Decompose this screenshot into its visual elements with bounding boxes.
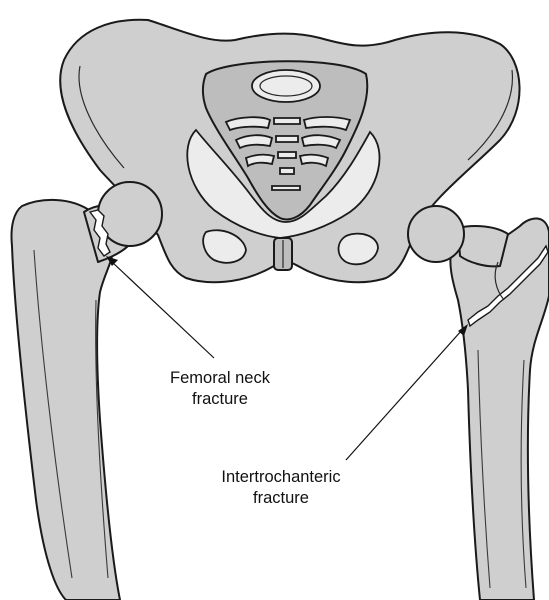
femoral-neck-fracture-label: Femoral neck fracture (150, 368, 290, 410)
right-obturator-foramen (339, 234, 379, 265)
left-femur (11, 182, 162, 600)
femoral-neck-fracture-label-line1: Femoral neck (150, 368, 290, 389)
intertrochanteric-fracture-label: Intertrochanteric fracture (186, 467, 376, 509)
sacral-promontory (252, 70, 320, 102)
right-femur (408, 206, 549, 600)
right-femoral-neck (458, 226, 508, 266)
right-femur-shaft (450, 218, 549, 600)
right-femoral-head (408, 206, 464, 262)
femoral-neck-fracture-label-line2: fracture (150, 389, 290, 410)
intertrochanteric-fracture-label-line2: fracture (186, 488, 376, 509)
annotation-arrows (106, 256, 468, 460)
intertrochanteric-fracture-label-line1: Intertrochanteric (186, 467, 376, 488)
intertrochanteric-arrow-line (346, 330, 462, 460)
